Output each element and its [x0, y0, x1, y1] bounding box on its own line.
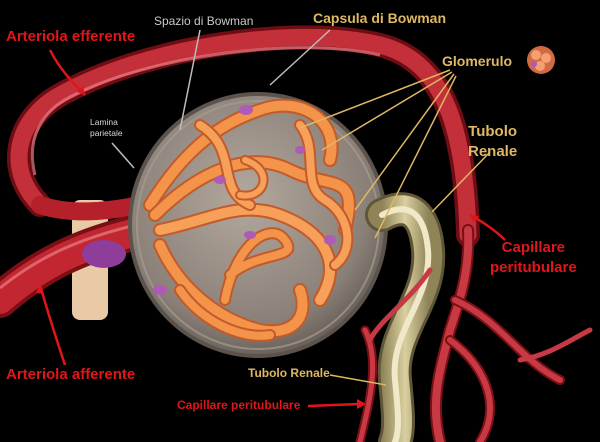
label-lamina-parietale-line1: Lamina — [90, 117, 118, 127]
label-capillare-peritubulare-right: Capillare peritubulare — [490, 238, 577, 278]
label-capsula-di-bowman: Capsula di Bowman — [313, 10, 447, 26]
label-arteriola-efferente: Arteriola efferente — [6, 28, 136, 45]
label-lamina-parietale: Lamina parietale — [90, 117, 123, 139]
glomerulus-icon — [527, 46, 555, 74]
label-tubolo-renale-top-line1: Tubolo — [468, 123, 518, 140]
label-tubolo-renale-top: Tubolo Renale — [468, 122, 517, 162]
renal-tubule-lumen — [379, 206, 432, 442]
afferent-arteriole-body — [0, 216, 159, 314]
podocyte-cells — [153, 105, 336, 295]
label-tubolo-renale-top-line2: Renale — [468, 143, 518, 160]
label-capillare-peritubulare-right-line1: Capillare — [501, 239, 566, 256]
peritubular-capillaries — [355, 224, 593, 442]
efferent-arteriole-shine — [30, 46, 381, 176]
label-tubolo-renale-bottom: Tubolo Renale — [248, 366, 330, 380]
pointer-lines — [36, 29, 506, 409]
label-spazio-di-bowman: Spazio di Bowman — [154, 14, 254, 28]
efferent-arteriole-highlight — [10, 28, 477, 244]
glomerulus-tuft — [143, 98, 356, 342]
efferent-arteriole-root — [31, 196, 149, 221]
juxtaglomerular-cells — [82, 240, 126, 268]
label-glomerulo: Glomerulo — [442, 53, 513, 69]
afferent-arteriole-shine — [0, 222, 141, 290]
label-lamina-parietale-line2: parietale — [90, 128, 123, 138]
label-capillare-peritubulare-right-line2: peritubulare — [490, 259, 577, 276]
label-arteriola-afferente: Arteriola afferente — [6, 366, 136, 383]
label-capillare-peritubulare-bottom: Capillare peritubulare — [177, 398, 301, 412]
